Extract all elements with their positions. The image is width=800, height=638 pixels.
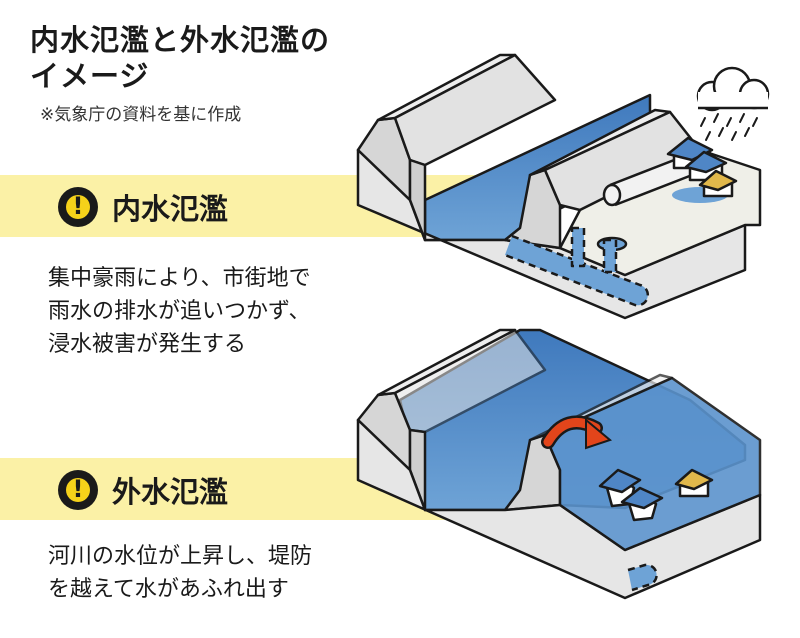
drain-pipe [627, 563, 658, 592]
description-line: 雨水の排水が追いつかず、 [48, 299, 311, 324]
rain-cloud-icon [696, 66, 770, 141]
outer-flood-diagram [356, 328, 762, 600]
left-levee-inner [408, 158, 427, 242]
outer-flood-label: 外水氾濫 [112, 475, 229, 509]
drain-pipe [504, 226, 649, 307]
description-line: を越えて水があふれ出す [48, 577, 289, 602]
curved-arrow-icon [541, 415, 613, 450]
title-line-1: 内水氾濫と外水氾濫の [30, 23, 331, 57]
inner-flood-diagram [356, 53, 762, 320]
left-levee-slope [393, 328, 547, 434]
description-line: 河川の水位が上昇し、堤防 [48, 544, 313, 569]
outer-flood-heading: 外水氾濫 [58, 469, 228, 511]
description-line: 浸水被害が発生する [48, 332, 247, 357]
page-title: 内水氾濫と外水氾濫の イメージ [30, 22, 330, 94]
description-line: 集中豪雨により、市街地で [48, 266, 311, 291]
house-icon [674, 468, 714, 498]
warning-icon [58, 470, 98, 510]
inner-flood-description: 集中豪雨により、市街地で 雨水の排水が追いつかず、 浸水被害が発生する [48, 262, 311, 361]
left-levee-slope [393, 53, 557, 167]
inner-flood-label: 内水氾濫 [112, 192, 229, 226]
house-icon [620, 486, 664, 522]
overflow-water [543, 376, 762, 552]
house-icon [698, 169, 738, 198]
outer-flood-description: 河川の水位が上昇し、堤防 を越えて水があふれ出す [48, 540, 312, 606]
warning-icon [58, 187, 98, 227]
title-line-2: イメージ [30, 59, 150, 93]
source-note: ※気象庁の資料を基に作成 [40, 105, 242, 125]
inner-flood-heading: 内水氾濫 [58, 186, 228, 228]
